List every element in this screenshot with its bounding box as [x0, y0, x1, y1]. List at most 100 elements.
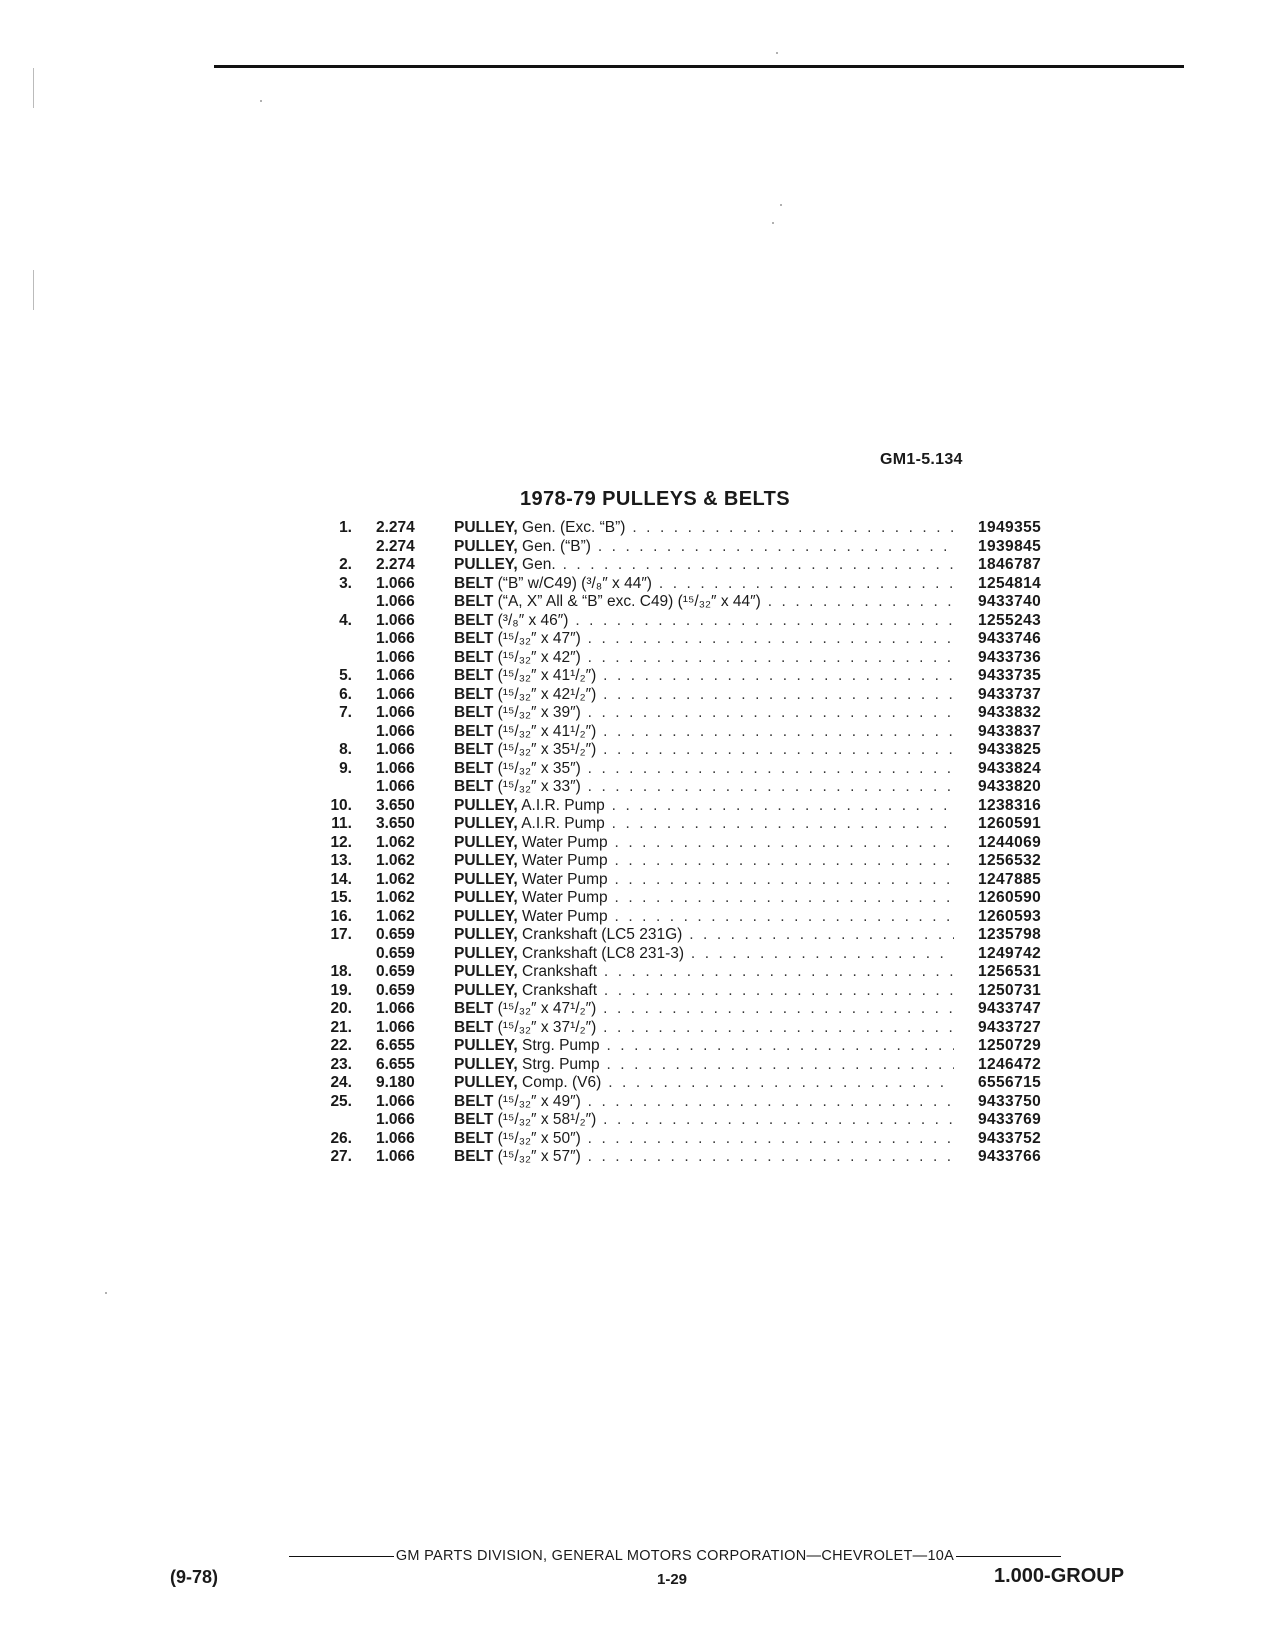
part-detail: Strg. Pump — [522, 1037, 600, 1054]
part-number: 1949355 — [978, 519, 1042, 536]
item-number: 10. — [330, 796, 352, 814]
part-number: 9433750 — [978, 1092, 1042, 1110]
part-number: 9433825 — [978, 741, 1042, 758]
leader-dots: . . . . . . . . . . . . . . . . . . . . … — [587, 1129, 954, 1147]
part-number: 9433736 — [978, 648, 1042, 666]
leader-dots: . . . . . . . . . . . . . . . . . . . . … — [603, 722, 954, 740]
part-detail: (“B” w/C49) (³/₈″ x 44″) — [497, 574, 652, 592]
table-row: 10. 3.650 PULLEY, A.I.R. Pump . . . . . . … — [318, 797, 1058, 816]
part-number: 1244069 — [978, 833, 1042, 851]
part-number: 9433746 — [978, 630, 1042, 647]
part-keyword: PULLEY, — [454, 1037, 518, 1054]
item-number: 14. — [330, 870, 352, 888]
catalog-code: 1.066 — [376, 630, 415, 647]
part-detail: (¹⁵/₃₂″ x 47¹/₂″) — [497, 1000, 597, 1017]
part-detail: (¹⁵/₃₂″ x 42″) — [497, 648, 581, 666]
part-number: 9433820 — [978, 778, 1042, 795]
part-detail: Comp. (V6) — [522, 1074, 602, 1091]
part-keyword: PULLEY, — [454, 907, 518, 925]
part-detail: (¹⁵/₃₂″ x 50″) — [497, 1129, 581, 1147]
part-number: 1247885 — [978, 870, 1042, 888]
leader-dots: . . . . . . . . . . . . . . . . . . . . … — [587, 704, 954, 721]
part-keyword: PULLEY, — [454, 519, 518, 536]
leader-dots: . . . . . . . . . . . . . . . . . . . . … — [611, 796, 954, 814]
catalog-code: 3.650 — [376, 815, 415, 832]
catalog-code: 1.066 — [376, 1148, 415, 1165]
part-description: PULLEY, Water Pump . . . . . . . . . . .… — [454, 852, 954, 871]
catalog-code: 1.066 — [376, 648, 415, 666]
part-description: PULLEY, Gen. (Exc. “B”) . . . . . . . . … — [454, 519, 954, 538]
part-number: 6556715 — [978, 1074, 1042, 1091]
part-detail: (¹⁵/₃₂″ x 33″) — [497, 778, 581, 795]
leader-dots: . . . . . . . . . . . . . . . . . . . . … — [603, 667, 954, 684]
part-number: 1250729 — [978, 1037, 1042, 1054]
part-keyword: PULLEY, — [454, 815, 518, 832]
part-description: BELT (¹⁵/₃₂″ x 47″) . . . . . . . . . . … — [454, 630, 954, 649]
part-keyword: PULLEY, — [454, 870, 518, 888]
leader-dots: . . . . . . . . . . . . . . . . . . . . … — [603, 1111, 954, 1128]
footer-group: 1.000-GROUP — [994, 1565, 1125, 1587]
part-keyword: BELT — [454, 611, 494, 629]
footer-rule-left — [288, 1555, 394, 1557]
part-description: PULLEY, Crankshaft (LC8 231-3) . . . . .… — [454, 945, 954, 964]
leader-dots: . . . . . . . . . . . . . . . . . . . . … — [587, 759, 954, 777]
part-description: BELT (³/₈″ x 46″) . . . . . . . . . . . … — [454, 612, 954, 631]
part-keyword: PULLEY, — [454, 537, 518, 555]
part-number: 9433735 — [978, 667, 1042, 684]
part-description: BELT (¹⁵/₃₂″ x 42¹/₂″) . . . . . . . . .… — [454, 686, 954, 705]
part-number: 9433824 — [978, 759, 1042, 777]
part-description: PULLEY, Gen. (“B”) . . . . . . . . . . .… — [454, 538, 954, 557]
part-keyword: BELT — [454, 574, 494, 592]
part-number: 1939845 — [978, 537, 1042, 555]
catalog-code: 1.066 — [376, 1092, 415, 1110]
catalog-code: 2.274 — [376, 556, 415, 573]
reference-code: GM1-5.134 — [880, 451, 963, 468]
leader-dots: . . . . . . . . . . . . . . . . . . . . … — [608, 1074, 954, 1091]
leader-dots: . . . . . . . . . . . . . . . . . . . . … — [603, 1018, 954, 1036]
item-number: 12. — [330, 833, 352, 851]
part-detail: (“A, X” All & “B” exc. C49) (¹⁵/₃₂″ x 44… — [497, 593, 761, 610]
catalog-code: 1.062 — [376, 833, 415, 851]
scan-speck — [780, 204, 782, 206]
scan-speck — [105, 1292, 107, 1294]
catalog-code: 3.650 — [376, 796, 415, 814]
part-detail: Strg. Pump — [522, 1055, 600, 1073]
part-keyword: PULLEY, — [454, 944, 518, 962]
leader-dots: . . . . . . . . . . . . . . . . . . . . … — [587, 1148, 954, 1165]
part-number: 1238316 — [978, 796, 1042, 814]
leader-dots: . . . . . . . . . . . . . . . . . . . . … — [575, 611, 954, 629]
part-number: 9433752 — [978, 1129, 1042, 1147]
part-number: 9433832 — [978, 704, 1042, 721]
item-number: 21. — [330, 1018, 352, 1036]
part-keyword: BELT — [454, 1129, 494, 1147]
part-number: 1250731 — [978, 981, 1042, 999]
part-description: BELT (¹⁵/₃₂″ x 47¹/₂″) . . . . . . . . .… — [454, 1000, 954, 1019]
leader-dots: . . . . . . . . . . . . . . . . . . . . … — [603, 963, 954, 980]
leader-dots: . . . . . . . . . . . . . . . . . . . . … — [611, 815, 954, 832]
part-detail: Crankshaft — [522, 981, 597, 999]
scan-speck — [260, 100, 262, 102]
part-detail: Water Pump — [522, 907, 608, 925]
leader-dots: . . . . . . . . . . . . . . . . . . . . … — [614, 852, 954, 869]
catalog-code: 6.655 — [376, 1055, 415, 1073]
part-description: BELT (“A, X” All & “B” exc. C49) (¹⁵/₃₂″… — [454, 593, 954, 612]
part-keyword: BELT — [454, 1000, 494, 1017]
part-keyword: PULLEY, — [454, 833, 518, 851]
part-number: 1260593 — [978, 907, 1042, 925]
item-number: 9. — [339, 759, 352, 777]
part-detail: (¹⁵/₃₂″ x 39″) — [497, 704, 581, 721]
catalog-code: 1.062 — [376, 907, 415, 925]
part-description: PULLEY, A.I.R. Pump . . . . . . . . . . … — [454, 797, 954, 816]
